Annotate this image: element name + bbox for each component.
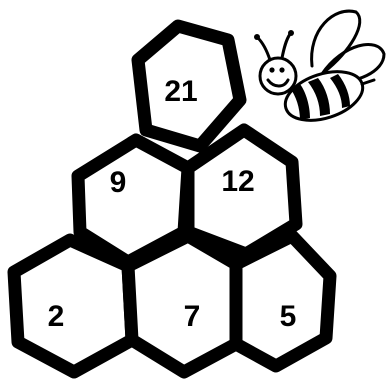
hex-cell-bottom-middle: 7 [128, 236, 236, 372]
hex-cell-shape [14, 240, 132, 372]
hex-number: 7 [184, 300, 201, 333]
hex-number: 12 [221, 165, 254, 198]
hex-number: 9 [110, 166, 127, 199]
hex-number: 5 [280, 300, 297, 333]
hex-cell-top: 21 [138, 26, 240, 146]
hex-cell-bottom-left: 2 [14, 240, 132, 372]
hex-number: 21 [164, 75, 197, 108]
hex-cell-shape [128, 236, 236, 372]
hex-number: 2 [48, 300, 65, 333]
hex-cell-bottom-right: 5 [236, 236, 330, 366]
bee-icon [254, 11, 384, 129]
